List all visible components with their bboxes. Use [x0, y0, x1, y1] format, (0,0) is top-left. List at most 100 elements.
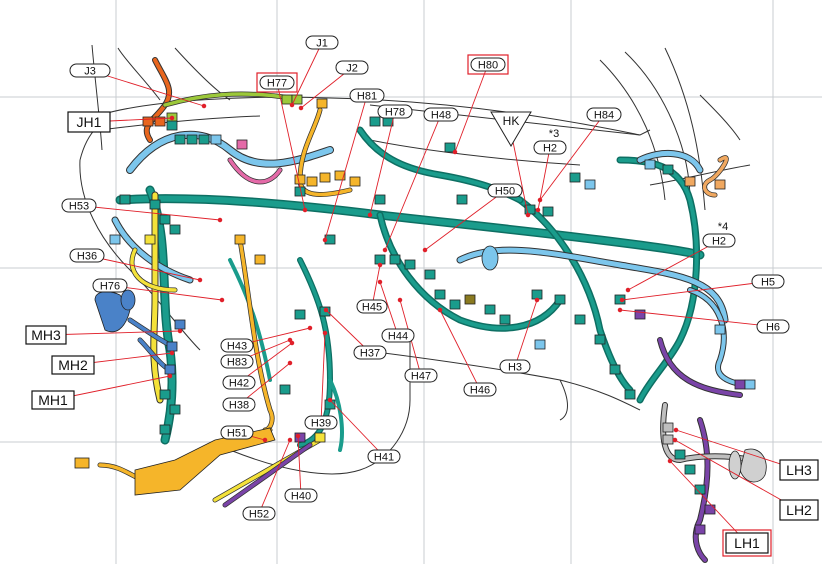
connector-block — [594, 334, 606, 345]
connector-block — [164, 364, 176, 375]
callout-label: H42 — [229, 378, 249, 390]
leader-dot — [437, 307, 443, 313]
connector-block — [319, 172, 331, 183]
leader-dot — [262, 437, 268, 443]
callout-frame — [499, 359, 531, 374]
connector-block — [374, 254, 386, 265]
callout-frame — [367, 449, 401, 464]
connector-block — [456, 194, 468, 205]
connector-block — [236, 139, 248, 150]
callout-frame — [335, 60, 369, 75]
highlight-frame — [467, 54, 509, 75]
connector-block — [484, 304, 496, 315]
callout-label: H43 — [227, 341, 247, 353]
leader-line-h84 — [539, 114, 605, 201]
leader-line-mh3 — [45, 330, 181, 336]
callout-h43: H43 — [220, 338, 254, 353]
callout-label: LH2 — [786, 502, 812, 518]
connector-block — [542, 206, 554, 217]
connector-block — [389, 254, 401, 265]
leader-dot — [537, 197, 543, 203]
callout-frame — [31, 390, 75, 410]
connector-block — [159, 424, 171, 435]
connector-block — [281, 94, 293, 105]
connector-block — [294, 309, 306, 320]
connector-block — [144, 234, 156, 245]
connector-block — [198, 134, 210, 145]
leader-dot — [397, 297, 403, 303]
connector-block — [316, 98, 328, 109]
callout-h52: H52 — [242, 506, 276, 521]
callout-label: H83 — [227, 357, 247, 369]
connector-block — [306, 176, 318, 187]
callout-h45: H45 — [356, 299, 388, 314]
connector-block — [499, 314, 511, 325]
leader-dot — [323, 307, 329, 313]
callout-h76: H76 — [92, 278, 128, 293]
connector-block — [644, 159, 656, 170]
leader-line-h37 — [325, 309, 371, 353]
callout-h42: H42 — [222, 375, 256, 390]
connectors — [109, 94, 756, 535]
callout-label: H84 — [594, 110, 614, 122]
callout-h77: H77 — [256, 72, 298, 93]
leader-line-h50 — [424, 190, 506, 251]
leader-dot — [289, 340, 295, 346]
connector-block — [159, 214, 171, 225]
callout-lh2: LH2 — [779, 499, 819, 521]
callout-frame — [305, 35, 339, 50]
leader-line-h40 — [297, 435, 302, 496]
callout-frame — [487, 183, 523, 198]
callout-label: H2 — [543, 143, 557, 155]
leader-line-j3 — [89, 70, 205, 107]
connector-block — [694, 484, 706, 495]
leader-dot — [289, 102, 295, 108]
connector-block — [334, 170, 346, 181]
leader-dot — [377, 262, 383, 268]
leader-dot — [295, 433, 301, 439]
callout-label: H46 — [470, 385, 490, 397]
callout-h78: H78 — [377, 104, 413, 119]
callout-frame — [220, 338, 254, 353]
connector-block — [449, 299, 461, 310]
leader-line-h76 — [109, 285, 223, 301]
leader-dot — [302, 207, 308, 213]
connector-block — [314, 432, 326, 443]
connector-block — [174, 134, 186, 145]
callout-frame — [463, 382, 497, 397]
callout-frame — [725, 532, 769, 554]
callout-frame — [304, 415, 338, 430]
leader-line-h78 — [369, 111, 396, 216]
callout-label: H3 — [508, 362, 522, 374]
callout-h41: H41 — [367, 449, 401, 464]
connector-block — [254, 254, 266, 265]
callout-label: H81 — [357, 91, 377, 103]
callout-label: H76 — [100, 281, 120, 293]
callout-h48: H48 — [423, 107, 459, 122]
connector-block — [684, 176, 696, 187]
leader-dot — [525, 212, 531, 218]
callout-frame — [779, 499, 819, 521]
leader-dot — [667, 458, 673, 464]
connector-block — [169, 404, 181, 415]
leader-dot — [367, 212, 373, 218]
callout-frame — [353, 345, 387, 360]
callout-frame — [779, 459, 819, 481]
callout-frame — [404, 368, 438, 383]
footnote-marker: *4 — [718, 221, 728, 233]
leader-line-h46 — [439, 309, 481, 390]
leader-dot — [217, 217, 223, 223]
connector-block — [434, 289, 446, 300]
callout-frame — [220, 354, 254, 369]
connector-block — [694, 524, 706, 535]
callout-frame — [356, 299, 388, 314]
connector-block — [210, 134, 222, 145]
callout-frame — [381, 328, 415, 343]
leader-line-h52 — [258, 439, 291, 514]
leader-line-h44 — [379, 281, 399, 336]
callout-label: LH1 — [734, 535, 760, 551]
leader-dot — [535, 207, 541, 213]
callout-label: H53 — [69, 201, 89, 213]
leader-line-h6 — [619, 309, 774, 327]
